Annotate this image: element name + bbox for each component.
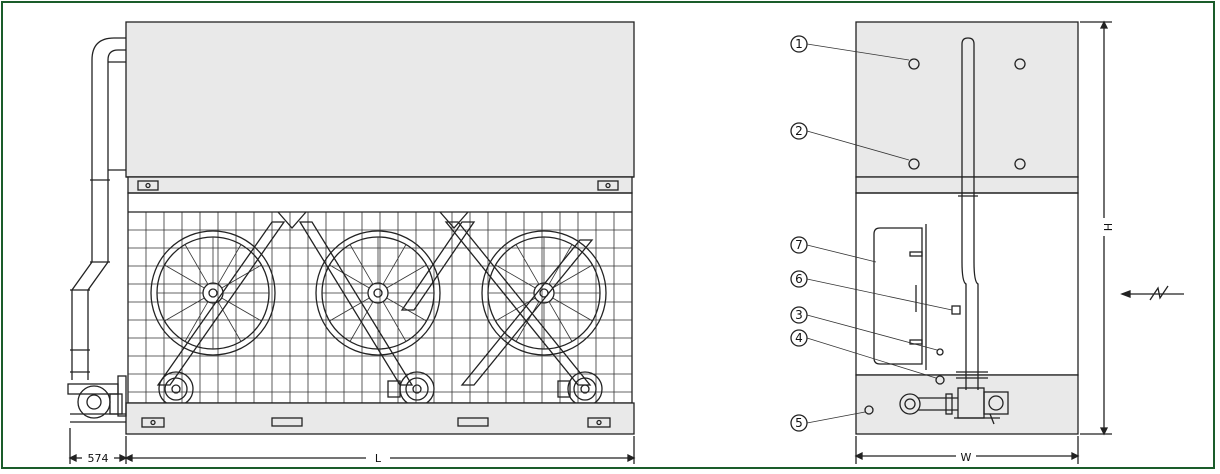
callout-4: 4 [795, 331, 803, 345]
callout-6: 6 [795, 272, 803, 286]
dimension-length-label: L [375, 452, 382, 465]
width-dimension [854, 436, 1080, 464]
callout-7: 7 [795, 238, 803, 252]
airflow-arrow [1120, 285, 1184, 301]
front-elevation: 574 L [67, 21, 636, 465]
side-pump [899, 387, 1009, 425]
upper-casing [125, 21, 635, 178]
fan-motors [158, 371, 603, 407]
callout-5: 5 [795, 416, 803, 430]
side-basin [855, 374, 1079, 435]
callout-3: 3 [795, 308, 803, 322]
side-middle-section [855, 192, 1079, 376]
basin [125, 402, 635, 435]
length-dimension [68, 428, 636, 464]
connection-holes [864, 58, 1026, 415]
fan-blades [157, 237, 600, 349]
callout-1: 1 [795, 37, 803, 51]
side-band [855, 176, 1079, 194]
callouts: 1 2 7 6 3 4 5 [790, 35, 953, 432]
casing-band [127, 176, 633, 194]
dimension-width-label: W [961, 451, 972, 464]
inlet-louver-grid [128, 212, 632, 403]
dimension-height-label: H [1101, 223, 1114, 231]
diagonal-supports [156, 221, 594, 386]
side-riser-pipe [951, 37, 988, 390]
side-elevation: 1 2 7 6 3 4 5 [790, 20, 1184, 464]
side-upper-casing [855, 21, 1079, 178]
height-dimension [1080, 20, 1112, 436]
dimension-574-label: 574 [88, 452, 109, 465]
pump [67, 375, 127, 423]
callout-2: 2 [795, 124, 803, 138]
riser-pipe [70, 37, 126, 380]
access-door [873, 224, 927, 370]
